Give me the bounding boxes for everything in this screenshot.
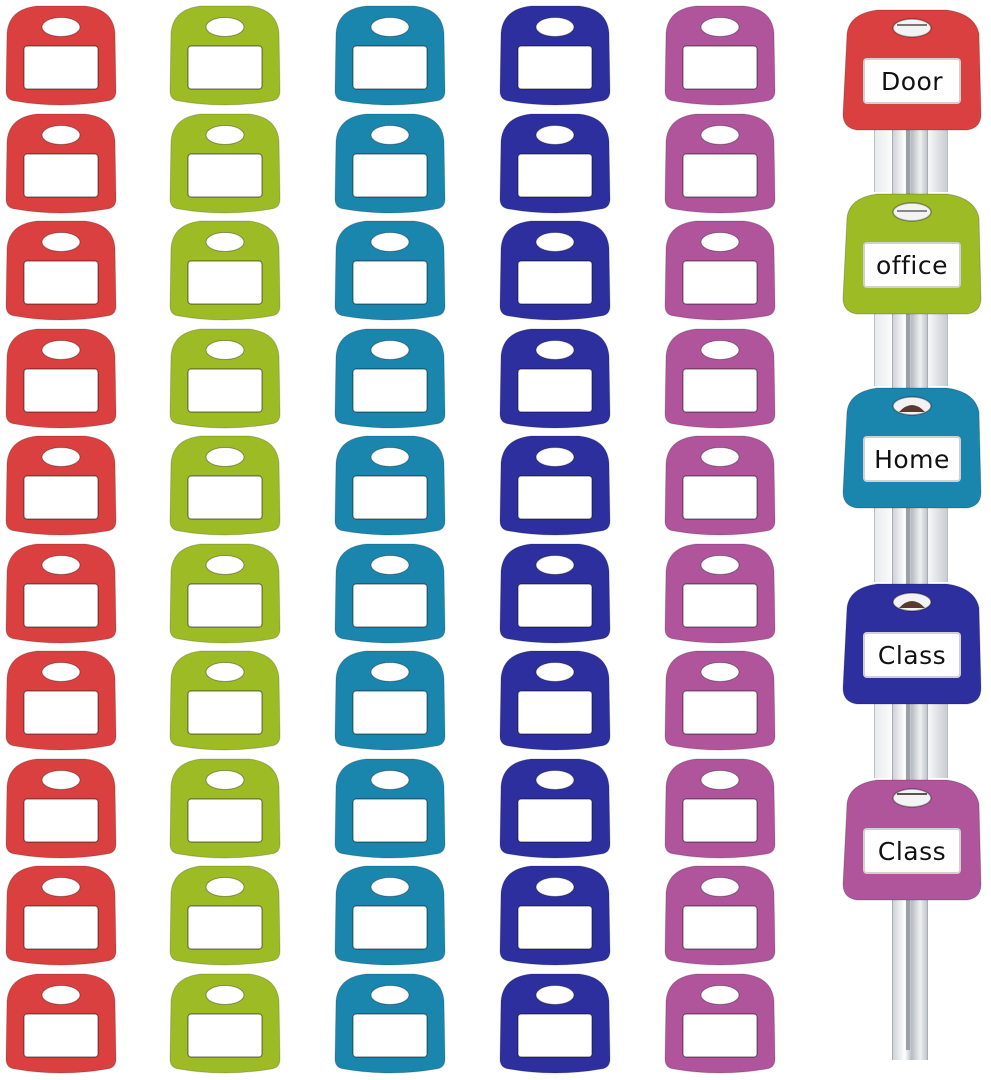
- key-cap-teal: [332, 326, 448, 430]
- key-cap-lime: [167, 648, 283, 752]
- label-text: Class: [877, 836, 947, 866]
- key-cap-red: [3, 3, 119, 107]
- key-cap-navy: [497, 326, 613, 430]
- label-card: Home: [863, 436, 961, 482]
- label-text: Class: [877, 640, 947, 670]
- labeled-key-office: office: [837, 190, 987, 318]
- key-cap-magenta: [662, 218, 778, 322]
- key-cap-red: [3, 541, 119, 645]
- key-cap-lime: [167, 433, 283, 537]
- key-cap-red: [3, 326, 119, 430]
- key-cap-magenta: [662, 863, 778, 967]
- key-cap-teal: [332, 218, 448, 322]
- key-cap-lime: [167, 971, 283, 1075]
- key-cap-magenta: [662, 433, 778, 537]
- label-card: Door: [863, 58, 961, 104]
- key-cap-navy: [497, 648, 613, 752]
- key-cap-magenta: [662, 971, 778, 1075]
- key-cap-red: [3, 111, 119, 215]
- key-cap-lime: [167, 863, 283, 967]
- key-cap-magenta: [662, 648, 778, 752]
- label-text: Home: [874, 444, 950, 474]
- key-cap-navy: [497, 863, 613, 967]
- key-cap-navy: [497, 218, 613, 322]
- key-cap-navy: [497, 3, 613, 107]
- key-cap-teal: [332, 111, 448, 215]
- key-cap-navy: [497, 433, 613, 537]
- key-cap-lime: [167, 756, 283, 860]
- labeled-key-door: Door: [837, 6, 987, 134]
- key-cap-magenta: [662, 756, 778, 860]
- key-cap-teal: [332, 648, 448, 752]
- key-cap-red: [3, 433, 119, 537]
- label-text: Door: [880, 66, 944, 96]
- key-cap-teal: [332, 433, 448, 537]
- key-cap-teal: [332, 541, 448, 645]
- labeled-key-home: Home: [837, 384, 987, 512]
- labeled-key-class-navy: Class: [837, 580, 987, 708]
- key-cap-lime: [167, 218, 283, 322]
- labeled-keys-column: Door office Home Class Class: [830, 0, 991, 1080]
- key-cap-lime: [167, 3, 283, 107]
- key-cap-red: [3, 756, 119, 860]
- key-cap-navy: [497, 111, 613, 215]
- key-cap-teal: [332, 863, 448, 967]
- key-cap-magenta: [662, 3, 778, 107]
- key-cap-magenta: [662, 111, 778, 215]
- key-cap-navy: [497, 971, 613, 1075]
- key-cap-lime: [167, 326, 283, 430]
- key-cap-red: [3, 648, 119, 752]
- labeled-key-class-magenta: Class: [837, 776, 987, 904]
- key-cap-lime: [167, 541, 283, 645]
- key-cap-navy: [497, 756, 613, 860]
- label-card: Class: [863, 632, 961, 678]
- label-text: office: [876, 250, 948, 280]
- key-cap-red: [3, 218, 119, 322]
- key-cap-lime: [167, 111, 283, 215]
- key-cap-teal: [332, 971, 448, 1075]
- key-cap-grid: [3, 3, 778, 1075]
- key-cap-navy: [497, 541, 613, 645]
- key-cap-red: [3, 863, 119, 967]
- label-card: Class: [863, 828, 961, 874]
- label-card: office: [863, 242, 961, 288]
- key-cap-magenta: [662, 326, 778, 430]
- key-cap-teal: [332, 756, 448, 860]
- key-cap-red: [3, 971, 119, 1075]
- key-cap-teal: [332, 3, 448, 107]
- key-cap-magenta: [662, 541, 778, 645]
